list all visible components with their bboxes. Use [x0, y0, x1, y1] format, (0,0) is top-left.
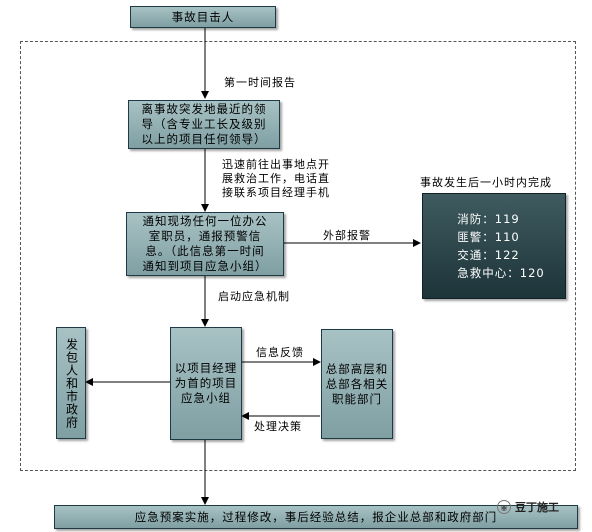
label-rush: 迅速前往出事地点开 展救治工作，电话直 接联系项目经理手机 — [222, 158, 330, 199]
label-first-report: 第一时间报告 — [224, 76, 296, 89]
node-gov-text: 发包人和市政府 — [64, 337, 79, 429]
node-group: 以项目经理 为首的项目 应急小组 — [170, 327, 242, 440]
node-external: 消防：119 匪警：110 交通：122 急救中心：120 — [422, 193, 566, 299]
node-witness: 事故目击人 — [130, 6, 276, 28]
label-external-report: 外部报警 — [323, 229, 371, 242]
label-start-mech: 启动应急机制 — [218, 290, 290, 303]
label-feedback: 信息反馈 — [256, 346, 304, 359]
wechat-icon: ◉ — [497, 500, 511, 514]
dashed-boundary — [20, 41, 576, 471]
brand-watermark: ◉ 豆丁施工 — [497, 499, 559, 515]
node-notify-text: 通知现场任何一位办公 室职员，通报预警信 息。（此信息第一时间 通知到项目应急小… — [142, 214, 268, 273]
node-hq-text: 总部高层和 总部各相关 职能部门 — [325, 361, 389, 406]
node-external-text: 消防：119 匪警：110 交通：122 急救中心：120 — [457, 212, 545, 280]
node-final: 应急预案实施，过程修改，事后经验总结，报企业总部和政府部门 — [54, 505, 578, 529]
node-witness-text: 事故目击人 — [171, 9, 235, 24]
node-hq: 总部高层和 总部各相关 职能部门 — [321, 329, 393, 439]
node-leader-text: 离事故突发地最近的领 导（含专业工长及级别 以上的项目任何领导） — [141, 102, 267, 146]
node-gov: 发包人和市政府 — [56, 327, 86, 439]
node-notify: 通知现场任何一位办公 室职员，通报预警信 息。（此信息第一时间 通知到项目应急小… — [126, 212, 284, 276]
label-within-hour: 事故发生后一小时内完成 — [420, 176, 552, 189]
node-final-text: 应急预案实施，过程修改，事后经验总结，报企业总部和政府部门 — [134, 509, 498, 524]
node-leader: 离事故突发地最近的领 导（含专业工长及级别 以上的项目任何领导） — [128, 100, 280, 149]
label-decision: 处理决策 — [254, 420, 302, 433]
node-group-text: 以项目经理 为首的项目 应急小组 — [174, 361, 238, 405]
brand-name: 豆丁施工 — [515, 501, 559, 514]
